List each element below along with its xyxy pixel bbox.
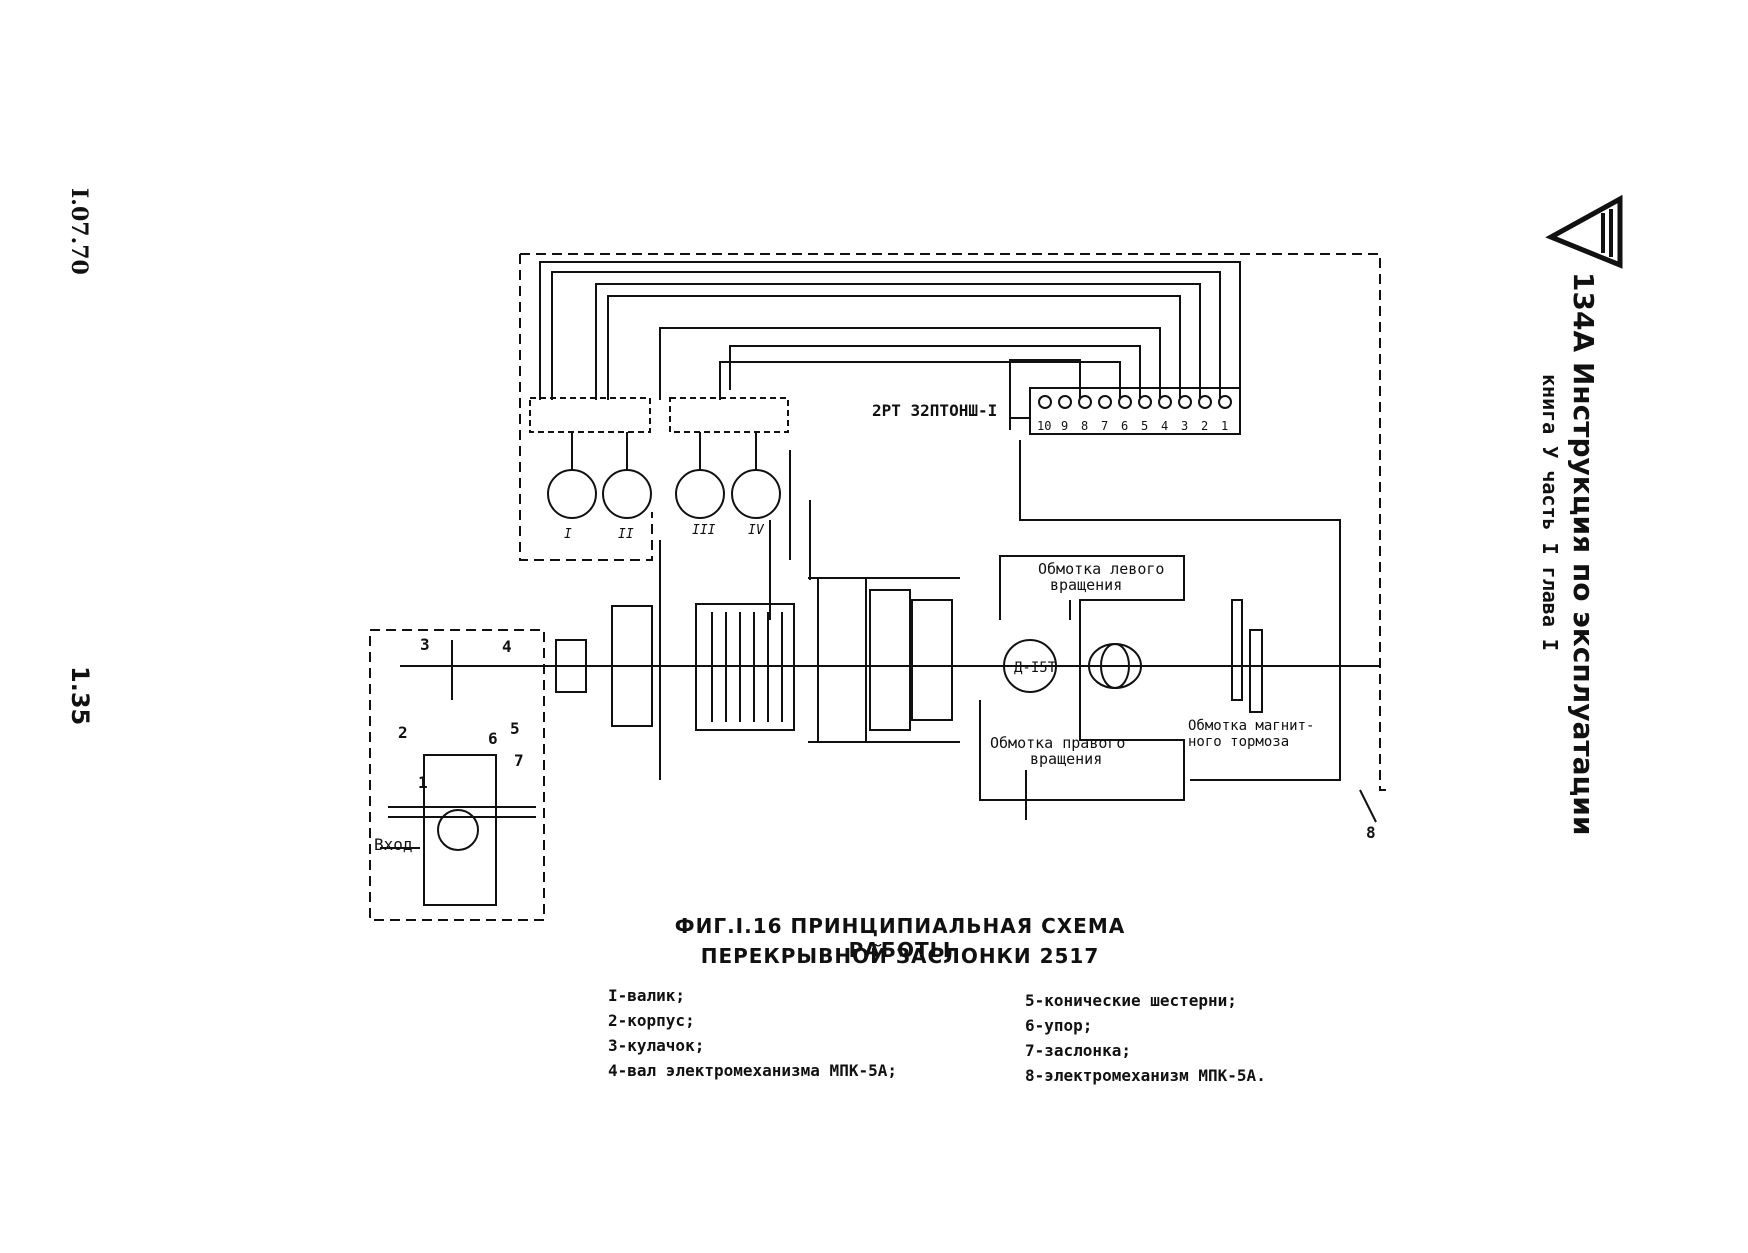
- callout-7: 7: [514, 751, 524, 770]
- legend-right: 5-конические шестерни; 6-упор; 7-заслонк…: [1025, 988, 1266, 1088]
- legend-item: 2-корпус;: [608, 1011, 695, 1030]
- motor: [1003, 639, 1057, 693]
- figure-caption-line1: ФИГ.I.16 ПРИНЦИПИАЛЬНАЯ СХЕМА РАБОТЫ: [674, 914, 1126, 962]
- cam-label-II: II: [618, 527, 634, 542]
- magnetic-brake: [1249, 629, 1263, 713]
- pin-10: 10: [1037, 419, 1051, 433]
- cam-II: [602, 469, 652, 519]
- legend-item: 8-электромеханизм МПК-5А.: [1025, 1066, 1266, 1085]
- pin-9: 9: [1061, 419, 1068, 433]
- callout-8: 8: [1366, 823, 1376, 842]
- callout-3: 3: [420, 635, 430, 654]
- cam-label-IV: IV: [748, 523, 765, 538]
- pin-6: 6: [1121, 419, 1128, 433]
- brake-label-1: Обмотка магнит-: [1188, 718, 1314, 734]
- friction-clutch: [695, 603, 795, 731]
- left-winding-label-1: Обмотка левого: [1038, 560, 1164, 578]
- cam-III: [675, 469, 725, 519]
- callout-6: 6: [488, 729, 498, 748]
- limit-switch-block-1: [529, 397, 651, 433]
- callout-labels: 1 2 3 4 5 6 7 8: [398, 635, 1376, 842]
- legend-left: I-валик; 2-корпус; 3-кулачок; 4-вал элек…: [608, 983, 897, 1083]
- limit-switch-block-2: [669, 397, 789, 433]
- cam-label-III: III: [692, 523, 716, 538]
- legend-item: 6-упор;: [1025, 1016, 1093, 1035]
- pin-1: 1: [1221, 419, 1228, 433]
- callout-5: 5: [510, 719, 520, 738]
- pin-2: 2: [1201, 419, 1208, 433]
- legend-item: 4-вал электромеханизма МПК-5А;: [608, 1061, 897, 1080]
- callout-2: 2: [398, 723, 408, 742]
- legend-item: 5-конические шестерни;: [1025, 991, 1237, 1010]
- brake-label-2: ного тормоза: [1188, 734, 1289, 750]
- right-winding-label-1: Обмотка правого: [990, 734, 1125, 752]
- motor-label: Д-I5Т: [1014, 660, 1057, 676]
- figure-caption-line2: ПЕРЕКРЫВНОЙ ЗАСЛОНКИ 2517: [700, 944, 1100, 968]
- connector-block: [1029, 387, 1241, 435]
- cam-labels: I II III IV: [564, 523, 765, 542]
- callout-1: 1: [418, 773, 428, 792]
- inlet-label: Вход: [374, 835, 413, 854]
- mechanism-housing: [520, 253, 1390, 791]
- pin-3: 3: [1181, 419, 1188, 433]
- connector-pins: 10 9 8 7 6 5 4 3 2 1: [1037, 395, 1232, 433]
- gear-train: [808, 577, 960, 743]
- pin-8: 8: [1081, 419, 1088, 433]
- header-logo: [1545, 195, 1623, 269]
- callout-4: 4: [502, 637, 512, 656]
- legend-item: 7-заслонка;: [1025, 1041, 1131, 1060]
- pin-7: 7: [1101, 419, 1108, 433]
- valve-shutter: [437, 809, 479, 851]
- legend-item: 3-кулачок;: [608, 1036, 705, 1055]
- pin-5: 5: [1141, 419, 1148, 433]
- left-winding-label-2: вращения: [1050, 576, 1122, 594]
- legend-item: I-валик;: [608, 986, 686, 1005]
- right-winding-label-2: вращения: [1030, 750, 1102, 768]
- pin-4: 4: [1161, 419, 1168, 433]
- valve-body: [423, 754, 497, 906]
- valve-unit: [369, 629, 545, 921]
- cam-IV: [731, 469, 781, 519]
- switch-label: 2РТ 32ПТОНШ-I: [872, 401, 997, 420]
- cam-I: [547, 469, 597, 519]
- cam-label-I: I: [564, 527, 572, 542]
